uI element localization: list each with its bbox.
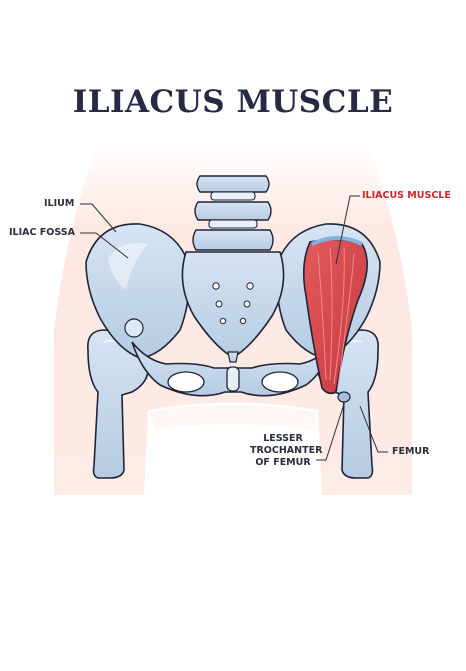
diagram-title: ILIACUS MUSCLE <box>72 84 394 120</box>
label-lesser-trochanter: LESSER TROCHANTER OF FEMUR <box>250 433 323 469</box>
label-lesser-trochanter-line1: LESSER <box>263 433 303 444</box>
label-lesser-trochanter-line3: OF FEMUR <box>255 457 311 468</box>
lumbar-spine <box>192 175 274 251</box>
pubic-symphysis <box>226 366 240 392</box>
sacrum <box>181 251 285 363</box>
leader-lines <box>80 195 388 461</box>
label-iliac-fossa: ILIAC FOSSA <box>9 227 75 238</box>
iliacus-muscle <box>302 236 368 395</box>
label-ilium: ILIUM <box>44 198 75 209</box>
pelvis-bone <box>85 223 381 397</box>
label-iliacus-muscle: ILIACUS MUSCLE <box>362 190 451 201</box>
label-lesser-trochanter-line2: TROCHANTER <box>250 445 323 456</box>
label-femur: FEMUR <box>392 446 430 457</box>
lesser-trochanter <box>337 391 351 403</box>
